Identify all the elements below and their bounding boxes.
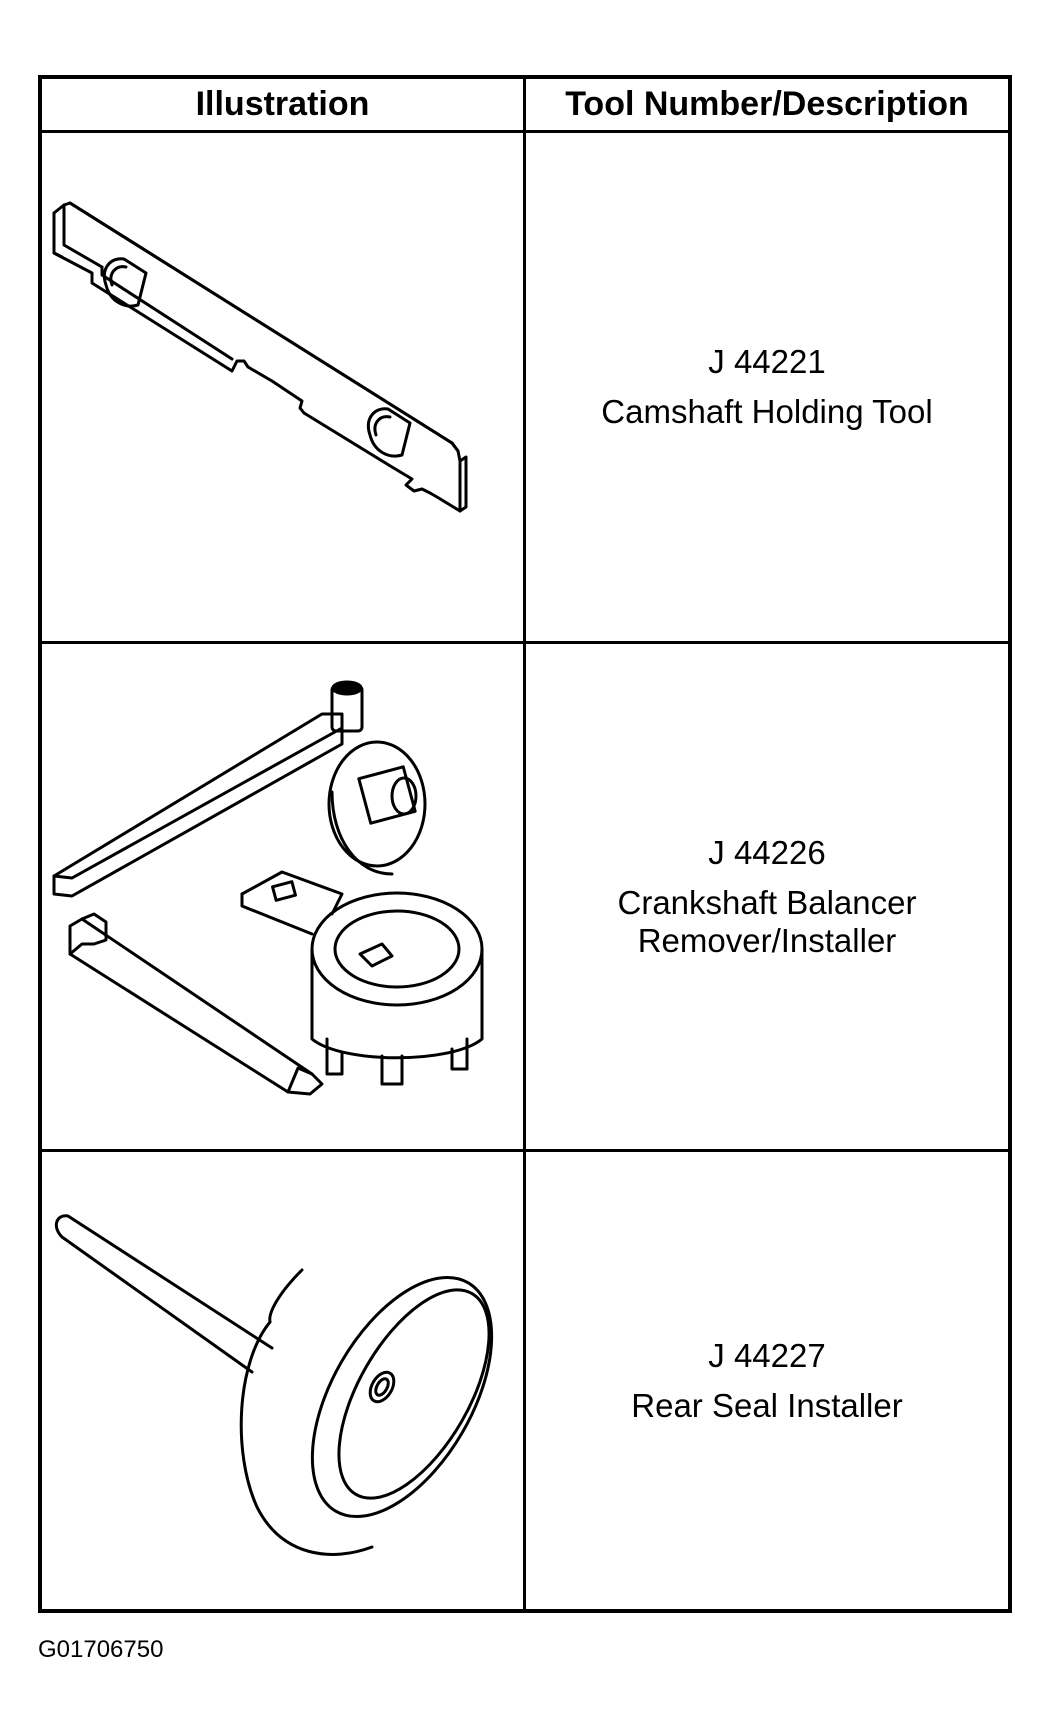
- tool-description-line: Crankshaft Balancer: [617, 883, 917, 921]
- rear-seal-installer-icon: [54, 1214, 494, 1556]
- crankshaft-balancer-tool-illustration: [42, 644, 523, 1149]
- camshaft-holding-tool-illustration: [42, 133, 523, 641]
- tool-description-line: Remover/Installer: [637, 921, 897, 959]
- tool-number: J 44227: [708, 1336, 826, 1374]
- tool-number: J 44226: [708, 833, 826, 871]
- figure-code: G01706750: [38, 1636, 164, 1663]
- table-row: J 44221 Camshaft Holding Tool: [42, 133, 1008, 641]
- table-row: J 44226 Crankshaft Balancer Remover/Inst…: [42, 644, 1008, 1149]
- tool-description-line: Camshaft Holding Tool: [601, 393, 933, 430]
- camshaft-holding-tool-icon: [52, 201, 468, 513]
- row-divider: [42, 1149, 1008, 1152]
- table-row: J 44227 Rear Seal Installer: [42, 1152, 1008, 1609]
- tool-table: Illustration Tool Number/Description: [38, 75, 1012, 1613]
- crankshaft-balancer-tool-description: J 44226 Crankshaft Balancer Remover/Inst…: [526, 644, 1008, 1149]
- tool-description-line: Rear Seal Installer: [631, 1386, 903, 1424]
- row-divider: [42, 641, 1008, 644]
- rear-seal-installer-illustration: [42, 1152, 523, 1609]
- rear-seal-installer-description: J 44227 Rear Seal Installer: [526, 1152, 1008, 1609]
- camshaft-holding-tool-description: J 44221 Camshaft Holding Tool: [526, 133, 1008, 641]
- tool-number: J 44221: [708, 343, 826, 380]
- header-tool-number-description: Tool Number/Description: [565, 85, 969, 123]
- crankshaft-balancer-tool-icon: [52, 680, 484, 1096]
- column-divider: [523, 79, 526, 1609]
- header-illustration: Illustration: [195, 85, 370, 123]
